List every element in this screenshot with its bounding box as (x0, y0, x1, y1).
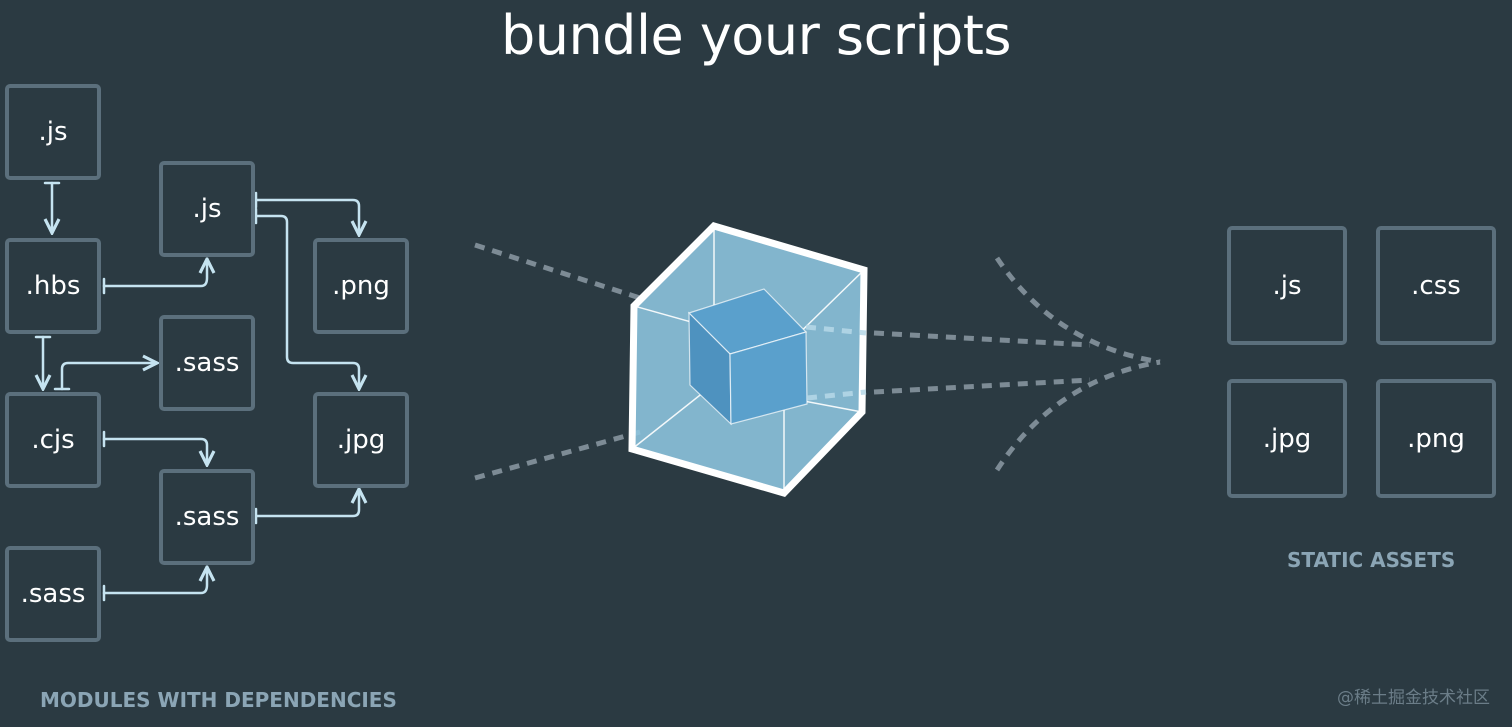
arrow-hbs-to-js (102, 259, 207, 288)
asset-box-jpg: .jpg (1227, 379, 1347, 498)
module-box-hbs: .hbs (5, 238, 101, 334)
asset-box-label: .jpg (1263, 424, 1312, 454)
module-box-js: .js (5, 84, 101, 180)
module-box-label: .js (192, 194, 221, 224)
module-box-label: .sass (175, 348, 240, 378)
arrow-cjs-to-sass-mid (102, 437, 207, 465)
outgoing-curved-line-bottom (994, 359, 1161, 472)
outgoing-curved-line-top (994, 256, 1161, 365)
module-box-label: .jpg (337, 425, 386, 455)
module-box-label: .png (332, 271, 390, 301)
module-box-jpg: .jpg (313, 392, 409, 488)
incoming-dashed-line-bottom (474, 429, 641, 481)
module-box-label: .sass (21, 579, 86, 609)
asset-box-js: .js (1227, 226, 1347, 345)
asset-box-css: .css (1376, 226, 1496, 345)
module-box-png: .png (313, 238, 409, 334)
asset-box-label: .css (1411, 271, 1461, 301)
modules-caption: MODULES WITH DEPENDENCIES (40, 688, 397, 712)
asset-box-label: .js (1272, 271, 1301, 301)
through-dashed-line-bottom (806, 389, 867, 401)
asset-box-png: .png (1376, 379, 1496, 498)
arrow-sass-to-sass (102, 567, 207, 595)
asset-box-label: .png (1407, 424, 1465, 454)
outgoing-dashed-line-2 (873, 377, 1091, 395)
module-box-cjs: .cjs (5, 392, 101, 488)
arrow-js-to-jpg (254, 214, 359, 389)
module-box-js-center: .js (159, 161, 255, 257)
module-box-sass-bottom: .sass (5, 546, 101, 642)
webpack-cube-icon (628, 222, 868, 497)
module-box-sass-middle: .sass (159, 469, 255, 565)
outgoing-dashed-line-1 (873, 330, 1091, 348)
arrow-cjs-to-sass-top (60, 363, 157, 391)
module-box-label: .hbs (26, 271, 81, 301)
arrow-sass-to-jpg (254, 489, 359, 518)
page-title: bundle your scripts (500, 4, 1012, 67)
incoming-dashed-line-top (474, 242, 641, 301)
module-box-sass-top: .sass (159, 315, 255, 411)
arrow-js-to-png (254, 198, 359, 235)
module-box-label: .cjs (31, 425, 74, 455)
watermark: @稀土掘金技术社区 (1337, 688, 1490, 708)
assets-caption: STATIC ASSETS (1287, 548, 1456, 572)
module-box-label: .sass (175, 502, 240, 532)
module-box-label: .js (38, 117, 67, 147)
